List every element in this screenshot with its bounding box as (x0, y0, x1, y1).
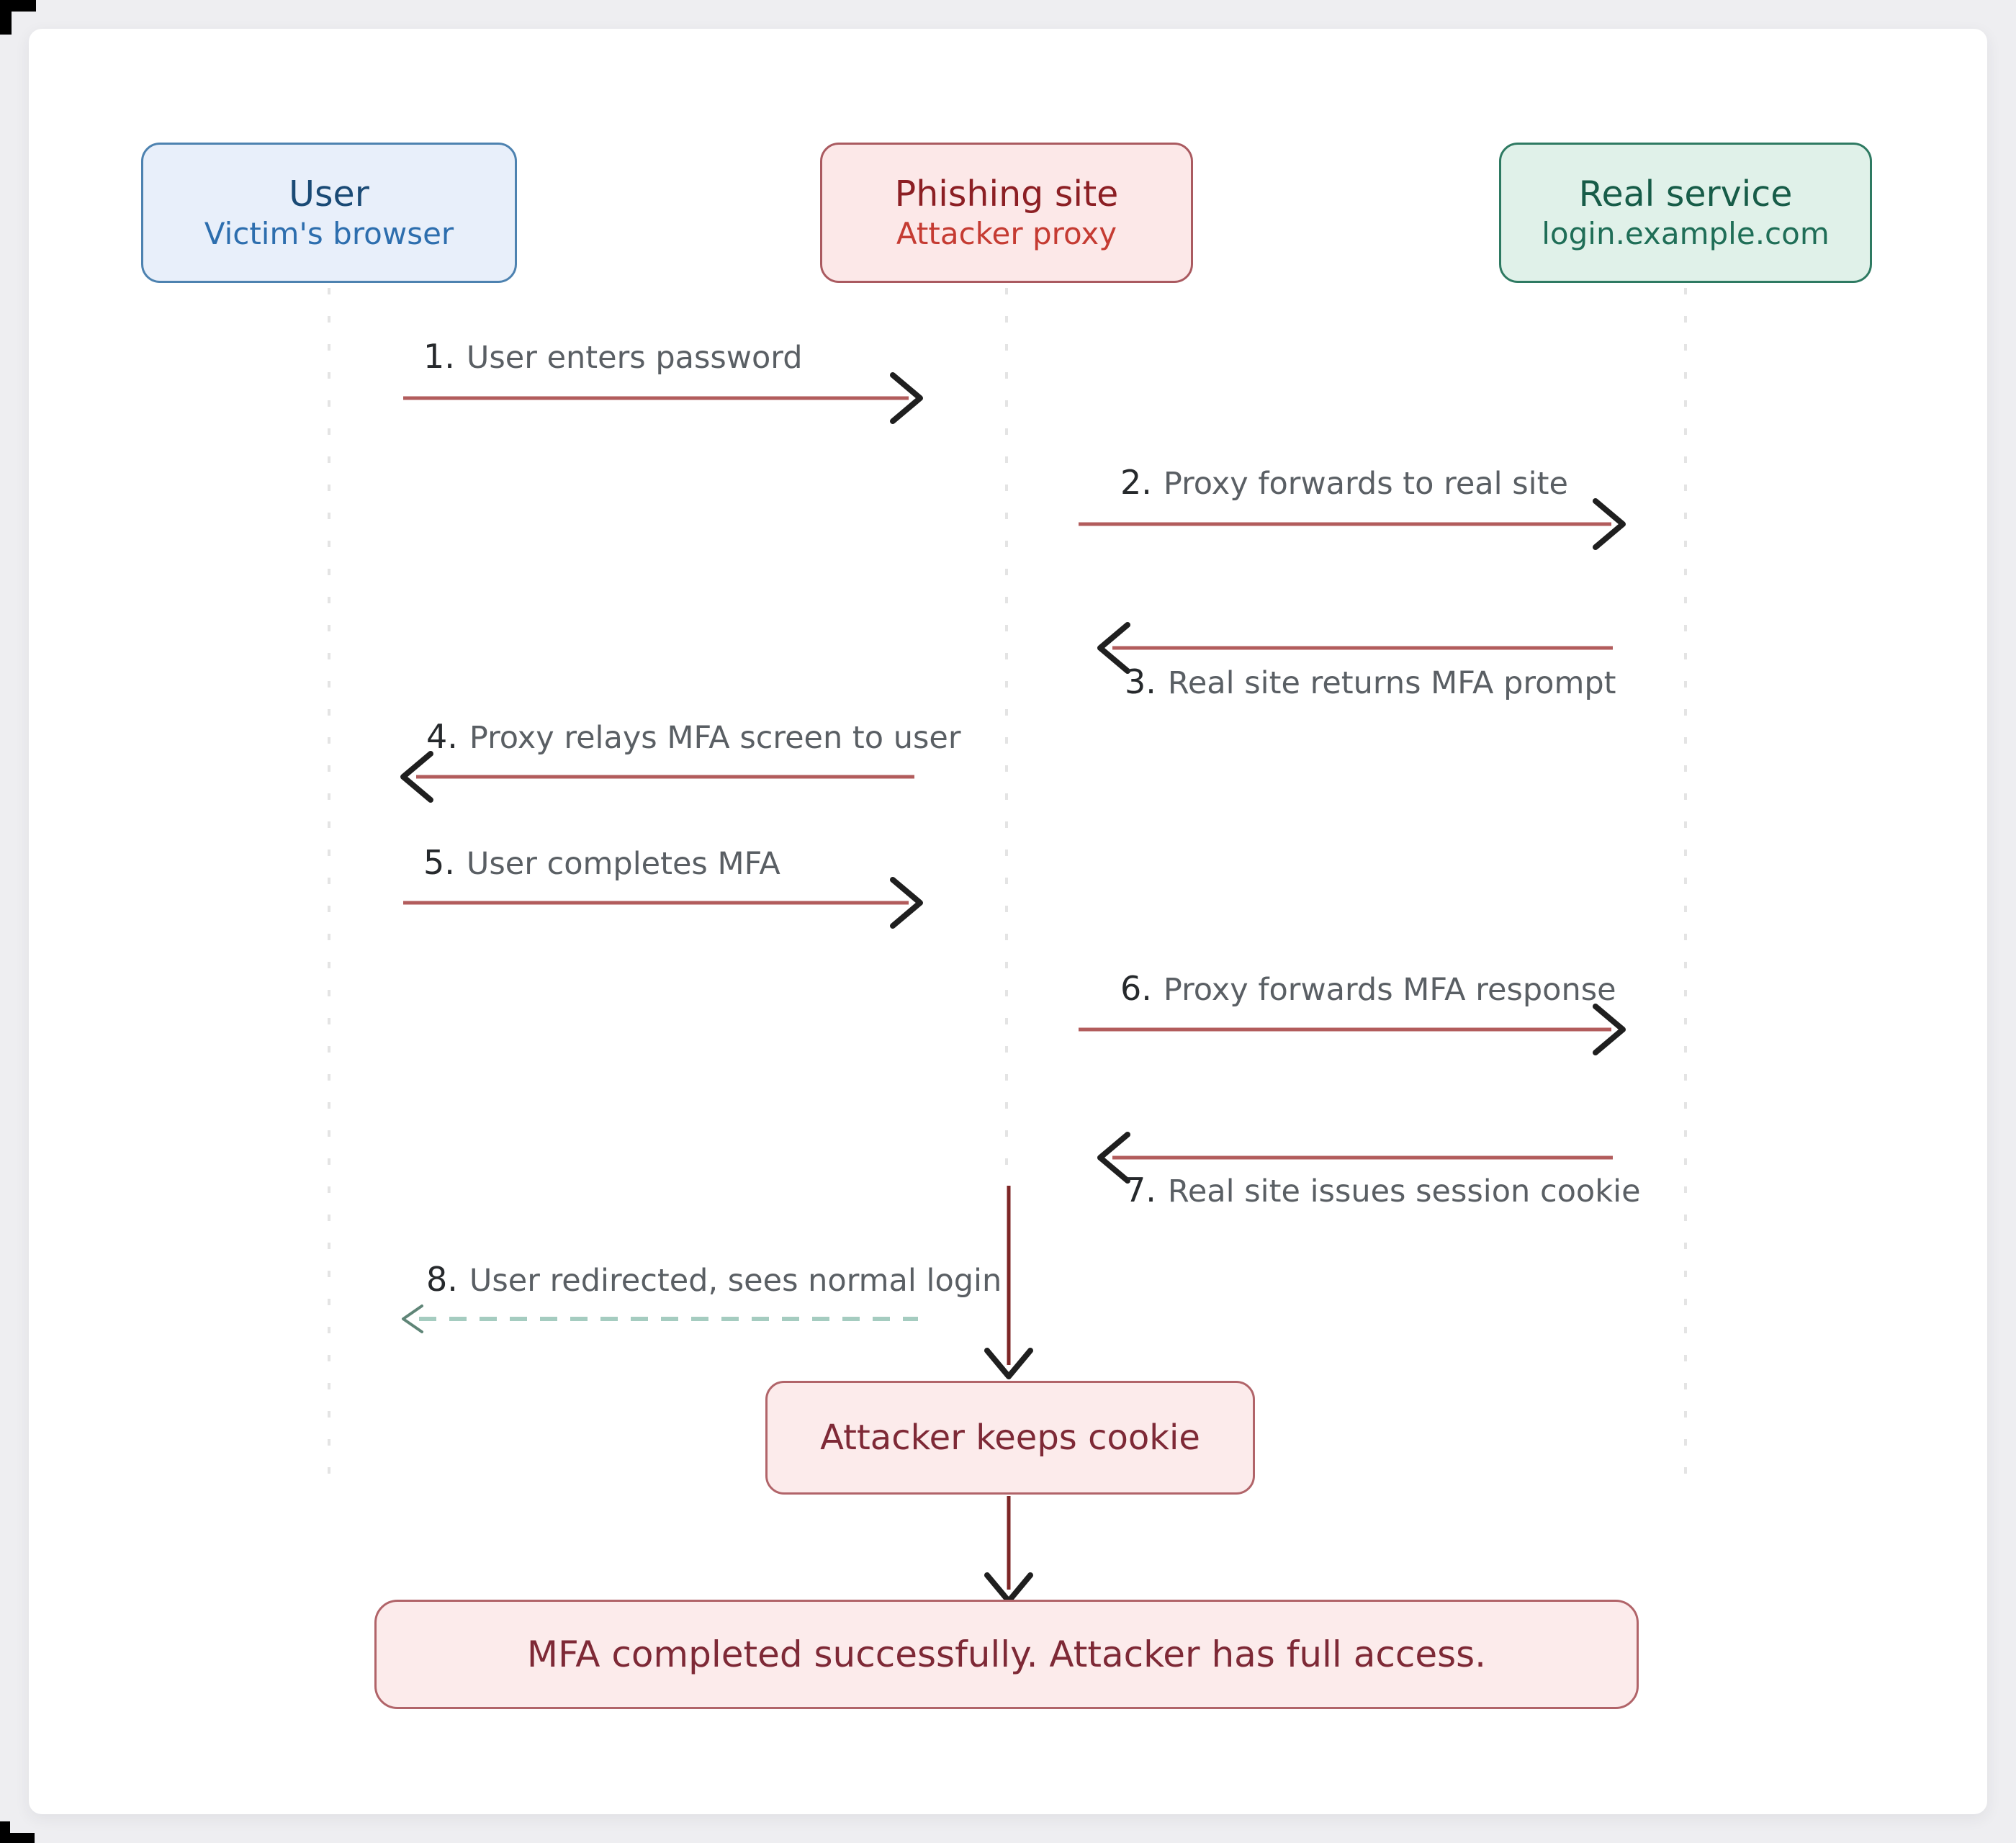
message-8-label: 8. User redirected, sees normal login (426, 1260, 1002, 1299)
actor-title-user: User (289, 174, 369, 215)
message-2-arrow (1079, 498, 1626, 550)
actor-subtitle-user: Victim's browser (204, 216, 454, 251)
message-2-number: 2. (1120, 463, 1152, 502)
flow-arrow-to-final-node (984, 1496, 1033, 1604)
message-3-arrow (1097, 622, 1613, 674)
message-8-text: User redirected, sees normal login (469, 1263, 1002, 1299)
flow-arrow-to-keep-node (984, 1186, 1033, 1379)
message-7-arrow (1097, 1132, 1613, 1184)
message-4-arrow (400, 751, 914, 803)
actor-title-phishing-site: Phishing site (894, 174, 1119, 215)
message-7-text: Real site issues session cookie (1167, 1173, 1641, 1209)
message-1-number: 1. (423, 337, 455, 376)
message-5-label: 5. User completes MFA (423, 843, 780, 882)
actor-title-real-service: Real service (1578, 174, 1793, 215)
message-4-text: Proxy relays MFA screen to user (469, 720, 961, 756)
message-4-label: 4. Proxy relays MFA screen to user (426, 717, 961, 756)
message-3-label: 3. Real site returns MFA prompt (1125, 662, 1616, 701)
message-3-text: Real site returns MFA prompt (1167, 665, 1616, 701)
message-1-arrow (403, 372, 923, 424)
actor-subtitle-phishing-site: Attacker proxy (896, 216, 1117, 251)
message-6-number: 6. (1120, 969, 1152, 1008)
actor-box-user: User Victim's browser (141, 143, 517, 283)
message-4-number: 4. (426, 717, 458, 756)
final-result-node: MFA completed successfully. Attacker has… (374, 1600, 1639, 1709)
message-7-number: 7. (1125, 1171, 1156, 1209)
corner-artifact-top-left (0, 0, 36, 35)
actor-subtitle-real-service: login.example.com (1542, 216, 1830, 251)
message-6-arrow (1079, 1004, 1626, 1055)
message-8-arrow (402, 1304, 918, 1333)
actor-box-real-service: Real service login.example.com (1499, 143, 1872, 283)
message-2-text: Proxy forwards to real site (1163, 466, 1568, 502)
message-1-text: User enters password (466, 340, 803, 376)
message-6-label: 6. Proxy forwards MFA response (1120, 969, 1616, 1008)
message-6-text: Proxy forwards MFA response (1163, 972, 1616, 1008)
message-7-label: 7. Real site issues session cookie (1125, 1171, 1641, 1209)
corner-artifact-bottom-left (0, 1821, 35, 1843)
message-1-label: 1. User enters password (423, 337, 803, 376)
attacker-keeps-cookie-node: Attacker keeps cookie (765, 1381, 1255, 1495)
message-5-text: User completes MFA (466, 846, 780, 882)
message-3-number: 3. (1125, 662, 1156, 701)
message-5-arrow (403, 877, 923, 929)
message-5-number: 5. (423, 843, 455, 882)
message-2-label: 2. Proxy forwards to real site (1120, 463, 1568, 502)
message-8-number: 8. (426, 1260, 458, 1299)
actor-box-phishing-site: Phishing site Attacker proxy (820, 143, 1193, 283)
